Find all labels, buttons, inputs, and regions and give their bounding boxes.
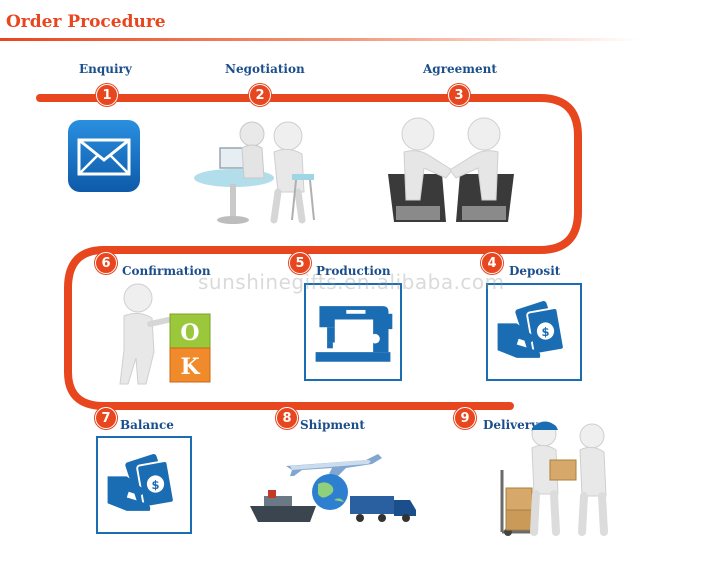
watermark-text: sunshinegifts.en.alibaba.com bbox=[198, 270, 505, 294]
ok-blocks-icon: O K bbox=[119, 283, 211, 385]
step-label-confirmation: Confirmation bbox=[122, 264, 211, 278]
handshake-laptops-icon bbox=[388, 117, 514, 222]
block-letter-o: O bbox=[180, 320, 199, 346]
step-label-negotiation: Negotiation bbox=[225, 62, 305, 76]
step-label-shipment: Shipment bbox=[300, 418, 365, 432]
delivery-figures-icon bbox=[500, 421, 608, 536]
step-label-delivery: Delivery bbox=[483, 418, 539, 432]
page-title: Order Procedure bbox=[6, 12, 166, 32]
step-badge-2: 2 bbox=[249, 84, 271, 106]
step-badge-6: 6 bbox=[95, 252, 117, 274]
step-badge-9: 9 bbox=[454, 407, 476, 429]
svg-text:$: $ bbox=[541, 325, 549, 339]
title-underline bbox=[0, 38, 640, 41]
sewing-machine-icon bbox=[304, 283, 402, 381]
step-badge-1: 1 bbox=[96, 84, 118, 106]
step-label-balance: Balance bbox=[120, 418, 174, 432]
block-letter-k: K bbox=[180, 354, 200, 380]
envelope-icon bbox=[68, 120, 140, 192]
step-label-production: Production bbox=[316, 264, 391, 278]
step-badge-7: 7 bbox=[95, 407, 117, 429]
step-label-deposit: Deposit bbox=[509, 264, 561, 278]
transport-icon bbox=[250, 454, 416, 522]
balance-payment-icon: $ bbox=[96, 436, 192, 534]
step-label-agreement: Agreement bbox=[423, 62, 497, 76]
step-label-enquiry: Enquiry bbox=[79, 62, 132, 76]
payment-hand-icon: $ bbox=[486, 283, 582, 381]
step-badge-4: 4 bbox=[481, 252, 503, 274]
step-badge-5: 5 bbox=[289, 252, 311, 274]
step-badge-3: 3 bbox=[448, 84, 470, 106]
step-badge-8: 8 bbox=[276, 407, 298, 429]
meeting-figures-icon bbox=[194, 121, 315, 224]
svg-text:$: $ bbox=[151, 478, 159, 492]
